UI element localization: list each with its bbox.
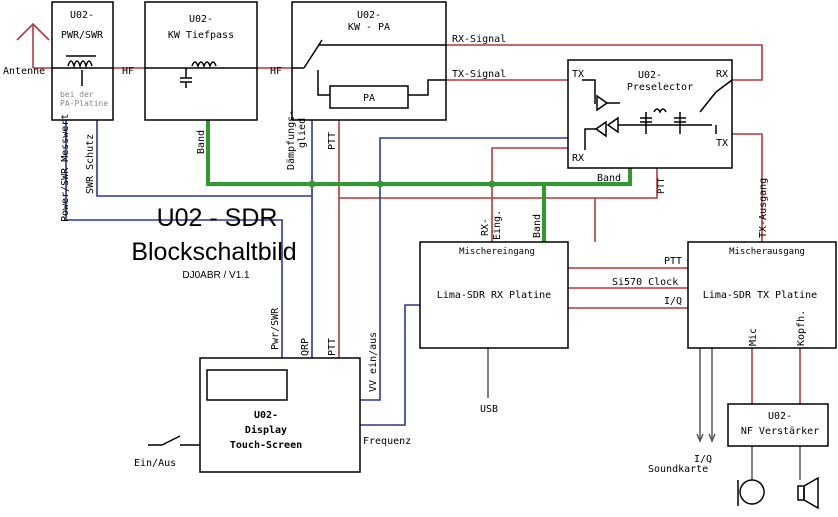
- presel-band-label: Band: [597, 173, 621, 184]
- ptt-pa-label: PTT: [327, 132, 338, 150]
- band-rx-label: Band: [532, 214, 543, 238]
- rx-board-block: Mischereingang Lima-SDR RX Platine: [419, 241, 569, 349]
- rf-wires: [32, 40, 801, 404]
- ein-aus-label: Ein/Aus: [134, 458, 176, 469]
- band-bus: [206, 120, 632, 242]
- display-screen: [206, 369, 288, 401]
- soundkarte-label: Soundkarte: [648, 464, 708, 475]
- pa-switch-icon: [292, 39, 446, 96]
- pwr-swr-disp-label: Pwr/SWR: [270, 307, 281, 350]
- presel-ptt-label: PTT: [657, 177, 667, 194]
- qrp-label: QRP: [300, 338, 311, 356]
- lpf-title: U02-: [189, 14, 213, 25]
- preselector-block: U02- Preselector TX RX RX TX Band PTT: [567, 59, 733, 194]
- speaker-icon: [797, 476, 819, 510]
- swr-schutz-label: SWR Schutz: [85, 134, 96, 194]
- pwr-title: U02-: [70, 10, 94, 21]
- kopfh-label: Kopfh.: [796, 310, 807, 346]
- control-wires: [65, 120, 568, 426]
- tx-ausgang-label: TX-Ausgang: [758, 178, 769, 238]
- si570-label: Si570 Clock: [612, 277, 678, 288]
- display-line2: Touch-Screen: [230, 440, 302, 451]
- band-lpf-label: Band: [196, 130, 207, 154]
- presel-rx-right: RX: [716, 69, 728, 80]
- rx-head: Mischereingang: [459, 247, 535, 257]
- presel-rx-left: RX: [572, 153, 584, 164]
- lowpass-block: U02- KW Tiefpass: [144, 1, 258, 121]
- pwr-note1: bei der: [60, 90, 94, 99]
- lpf-name: KW Tiefpass: [168, 30, 234, 41]
- mic-label: Mic: [748, 328, 759, 346]
- power-switch-icon: [148, 435, 200, 446]
- rx-eing-label-2: Eing.: [492, 210, 503, 240]
- diagram-subtitle: Blockschaltbild: [131, 238, 296, 266]
- lowpass-filter-icon: [145, 61, 257, 88]
- daempf-label-2: glied: [297, 118, 308, 148]
- microphone-icon: [737, 479, 765, 506]
- preselector-circuit-icon: [582, 79, 733, 150]
- presel-title: U02-: [638, 70, 662, 81]
- ptt-tx-label: PTT: [664, 256, 682, 267]
- diagram-title: U02 - SDR: [157, 204, 278, 232]
- tx-head: Mischerausgang: [729, 247, 805, 257]
- hf-label-2: HF: [270, 66, 282, 77]
- display-title: U02-: [254, 410, 278, 421]
- power-swr-label: Power/SWR Messwert: [60, 114, 71, 222]
- pa-title: U02-: [357, 10, 381, 21]
- pwr-name: PWR/SWR: [61, 30, 104, 41]
- tx-name: Lima-SDR TX Platine: [703, 290, 817, 301]
- antenne-label: Antenne: [3, 66, 45, 77]
- antenna-icon: [16, 22, 50, 41]
- version-label: DJ0ABR / V1.1: [182, 270, 250, 281]
- pwr-swr-block: U02- PWR/SWR bei der PA-Platine: [51, 1, 114, 121]
- nf-amp-block: U02- NF Verstärker: [727, 403, 829, 447]
- pa-block: U02- KW - PA PA: [291, 1, 447, 121]
- rx-signal-label: RX-Signal: [452, 34, 506, 45]
- nf-title: U02-: [768, 411, 792, 422]
- vv-label: VV ein/aus: [368, 332, 379, 392]
- pwr-note2: PA-Platine: [60, 99, 108, 108]
- presel-tx-right: TX: [716, 138, 728, 149]
- frequenz-label: Frequenz: [363, 436, 411, 447]
- display-line1: Display: [245, 424, 287, 436]
- pa-name: KW - PA: [348, 22, 390, 33]
- rx-name: Lima-SDR RX Platine: [437, 290, 551, 301]
- nf-name: NF Verstärker: [741, 426, 819, 437]
- pa-inner: [329, 85, 409, 109]
- display-block: U02- Display Touch-Screen: [199, 357, 361, 473]
- iq2-label: I/Q: [694, 454, 712, 465]
- usb-label: USB: [480, 404, 498, 415]
- pa-inner-label: PA: [363, 93, 375, 104]
- coupler-icon: [52, 55, 113, 86]
- rx-eing-label: RX-: [480, 218, 491, 236]
- audio-wires: [487, 348, 801, 480]
- iq-label: I/Q: [664, 296, 682, 307]
- daempf-label: Dämpfungs-: [286, 110, 297, 170]
- hf-label-1: HF: [122, 66, 134, 77]
- presel-tx-left: TX: [572, 69, 584, 80]
- tx-signal-label: TX-Signal: [452, 69, 506, 80]
- presel-name: Preselector: [627, 82, 693, 93]
- ptt-disp-label: PTT: [327, 338, 338, 356]
- tx-board-block: Mischerausgang Lima-SDR TX Platine: [687, 241, 837, 349]
